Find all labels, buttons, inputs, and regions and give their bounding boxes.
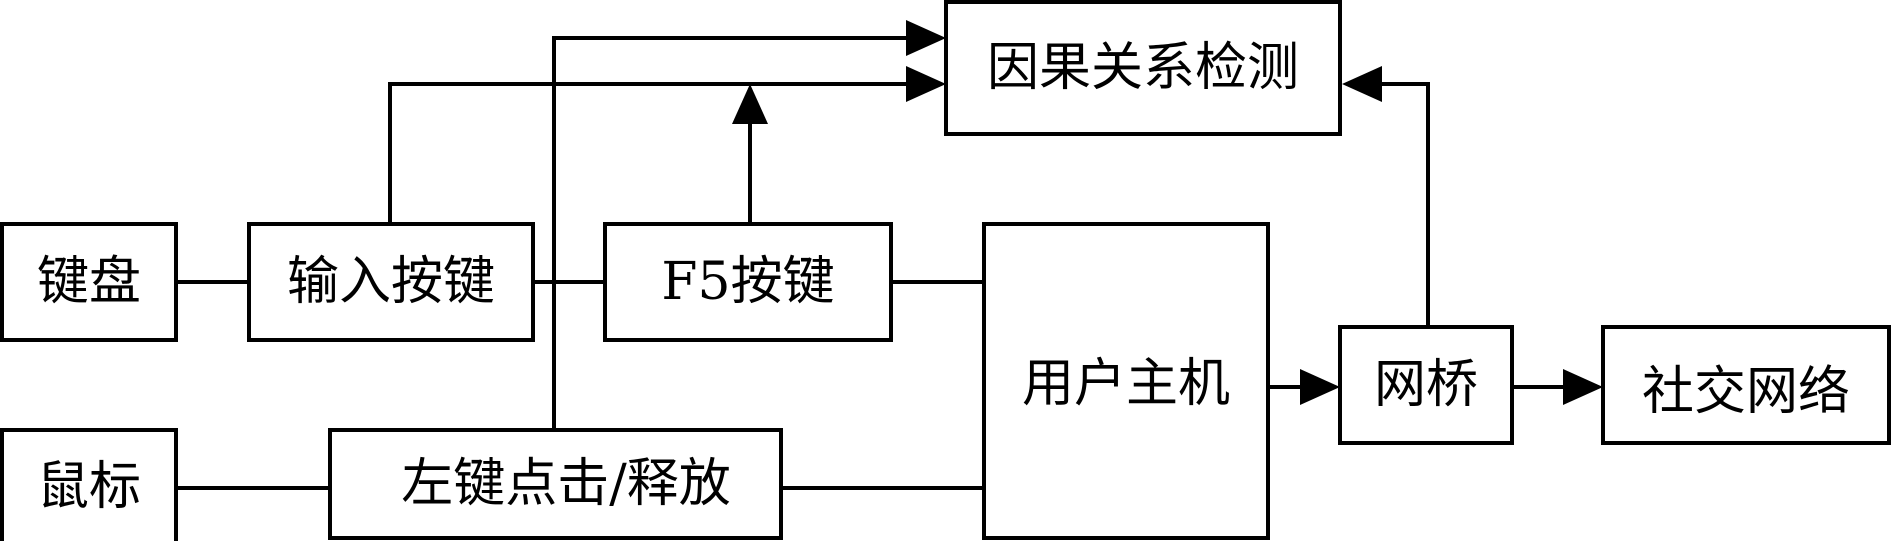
left-click-label: 左键点击/释放 [401, 454, 731, 514]
f5-key-label: F5按键 [661, 252, 834, 312]
keyboard-box [0, 222, 178, 342]
arrowhead-to-social-network [1563, 369, 1603, 405]
social-network-box [1601, 325, 1891, 445]
arrowhead-bridge-to-causal [1342, 66, 1382, 102]
user-host-box [982, 222, 1270, 540]
mouse-box [0, 428, 178, 541]
arrowhead-f5-up [732, 84, 768, 124]
arrowhead-causal-middle [906, 66, 946, 102]
edge-input-key-causal-detection [388, 82, 910, 224]
edge-left-click-causal-detection [552, 36, 910, 430]
bridge-box [1338, 325, 1514, 445]
input-key-box [247, 222, 535, 342]
arrowhead-causal-top [906, 20, 946, 56]
mouse-label: 鼠标 [37, 457, 141, 517]
left-click-box [328, 428, 783, 540]
edge-bridge-causal-detection [1378, 82, 1430, 327]
causal-detection-label: 因果关系检测 [987, 38, 1299, 98]
bridge-label: 网桥 [1374, 355, 1478, 415]
keyboard-label: 键盘 [37, 252, 141, 312]
user-host-label: 用户主机 [1022, 354, 1230, 414]
causal-detection-box [944, 0, 1342, 136]
input-key-label: 输入按键 [287, 252, 495, 312]
arrowhead-to-bridge [1300, 369, 1340, 405]
f5-key-box [603, 222, 893, 342]
social-network-label: 社交网络 [1642, 362, 1850, 422]
